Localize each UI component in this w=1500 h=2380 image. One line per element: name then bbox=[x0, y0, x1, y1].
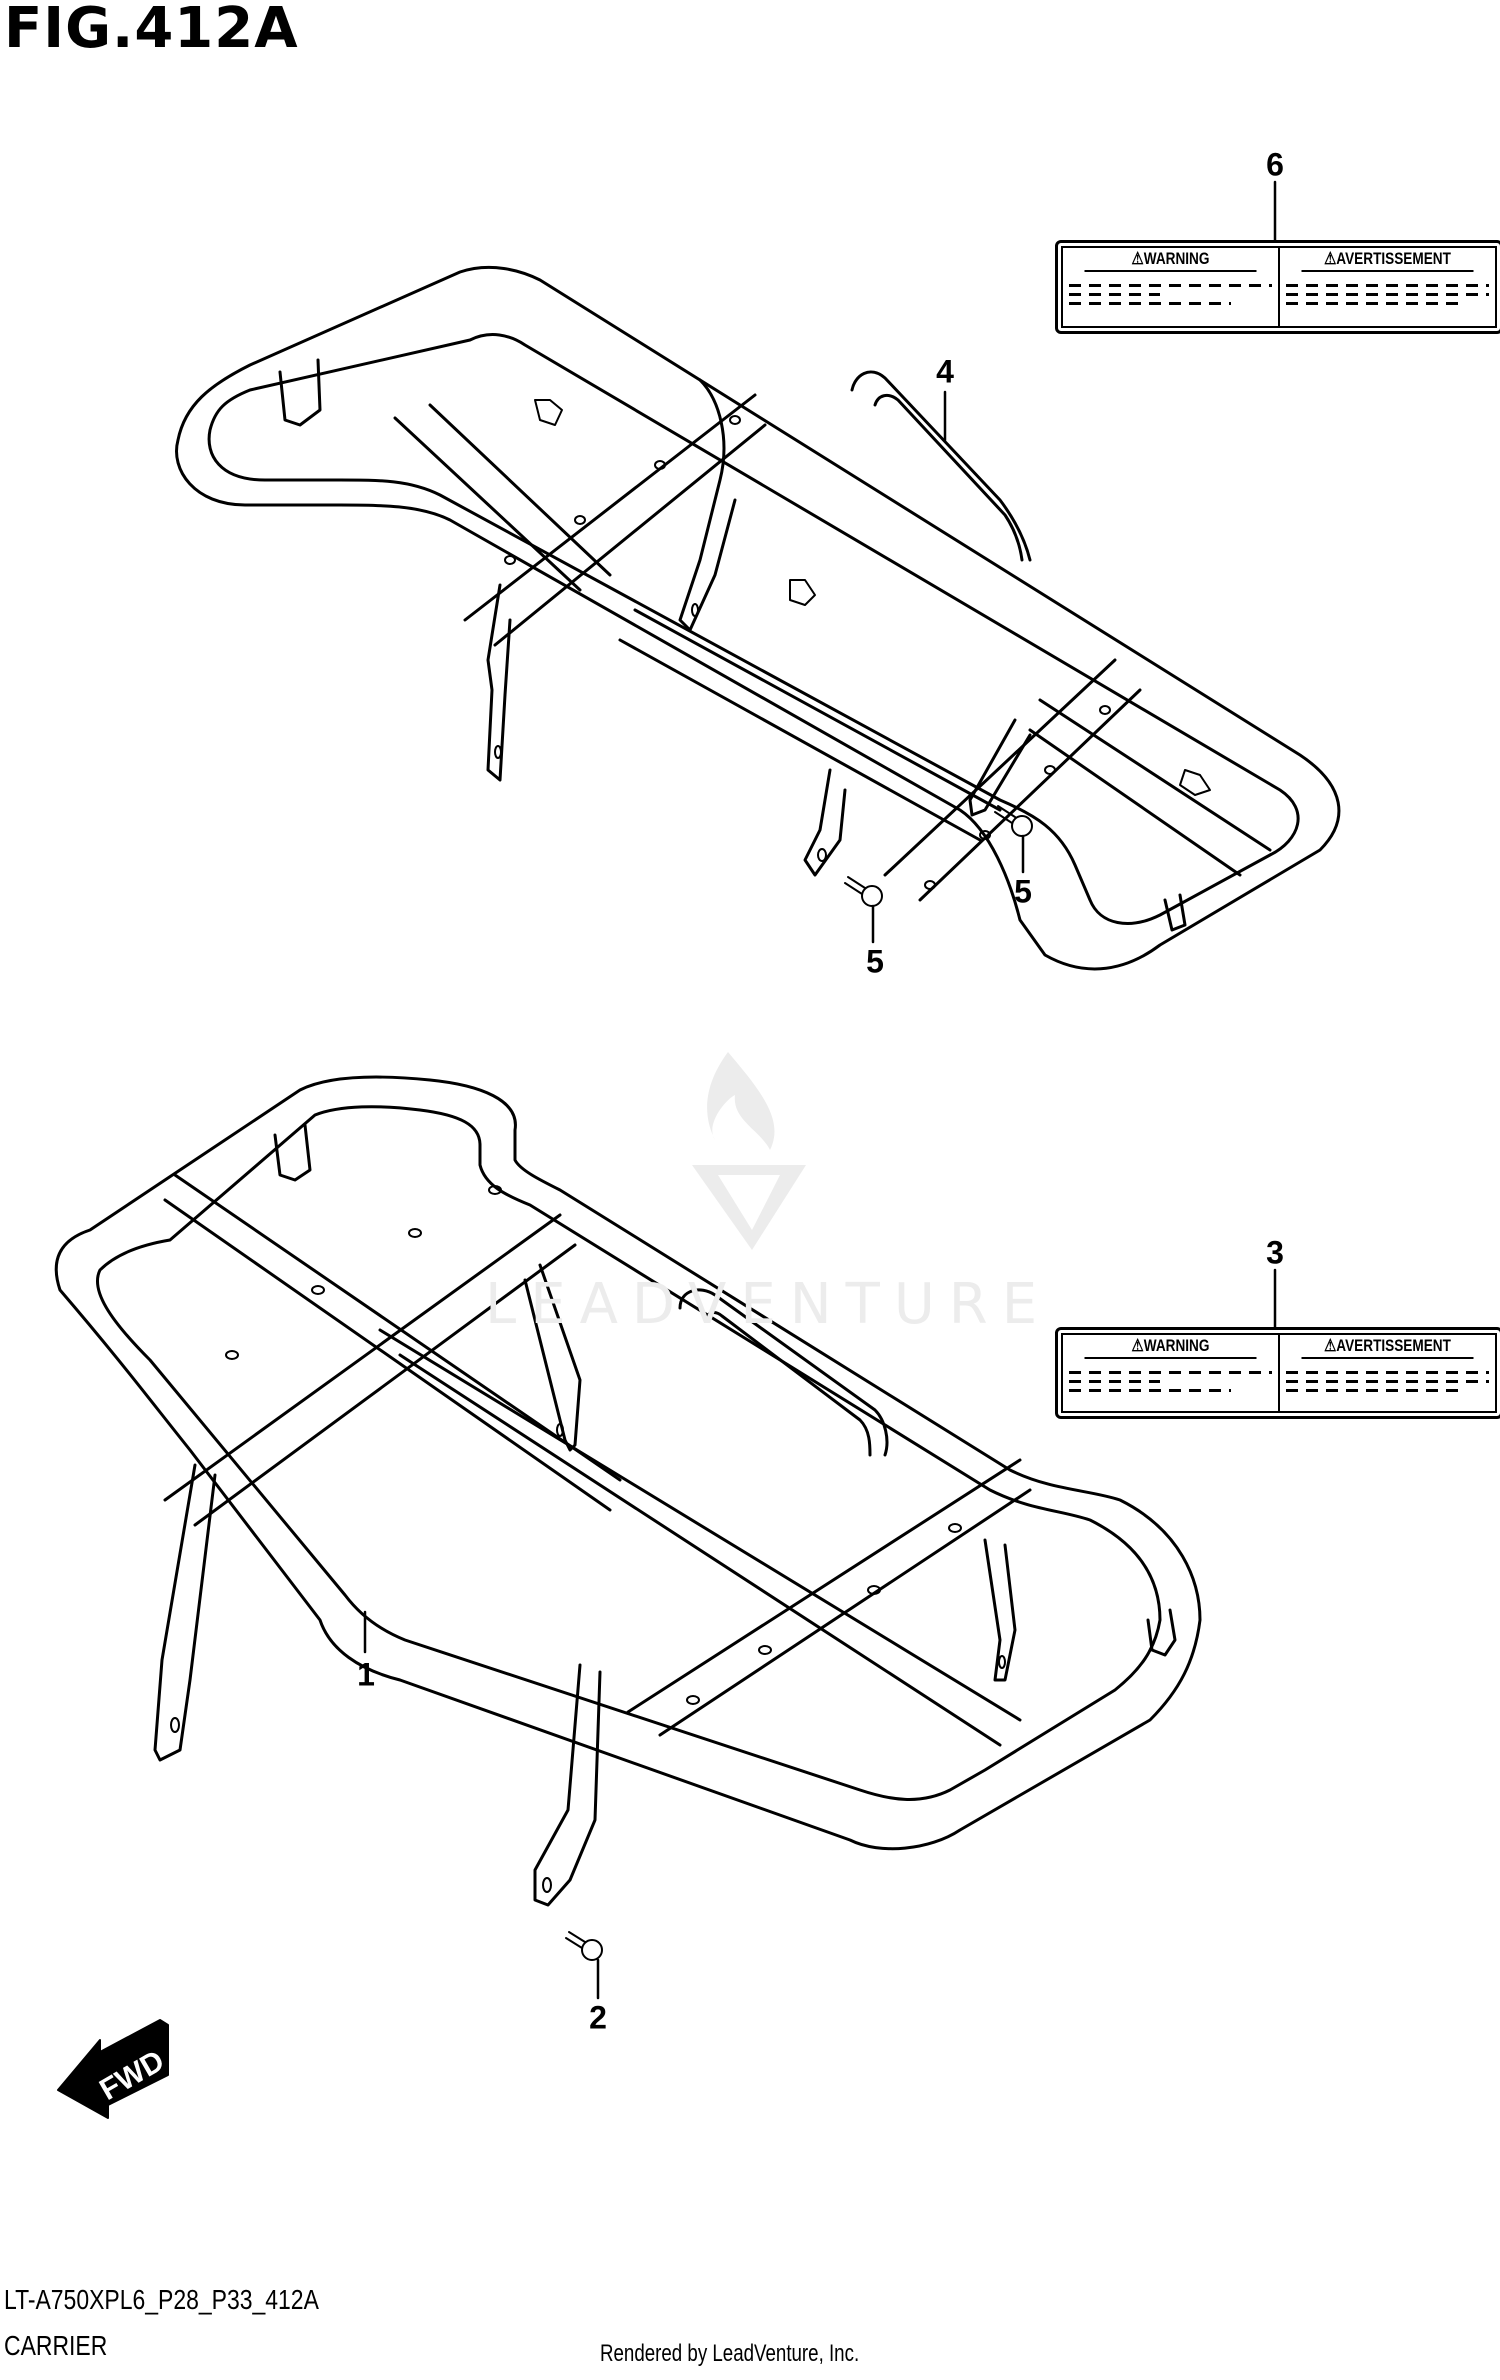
bolt-icon bbox=[565, 1931, 603, 1961]
avertissement-heading: ⚠AVERTISSEMENT bbox=[1301, 1335, 1474, 1359]
callout-3[interactable]: 3 bbox=[1266, 1234, 1284, 1271]
callout-5-second[interactable]: 5 bbox=[866, 943, 884, 980]
figure-title: FIG.412A bbox=[4, 0, 299, 61]
figure-code: LT-A750XPL6_P28_P33_412A bbox=[4, 2284, 319, 2315]
fwd-arrow-icon: FWD bbox=[57, 2019, 170, 2119]
figure-name: CARRIER bbox=[4, 2330, 108, 2361]
carrier-front-drawing bbox=[54, 1075, 1277, 2000]
callout-2[interactable]: 2 bbox=[589, 1999, 607, 2036]
callout-4[interactable]: 4 bbox=[936, 353, 954, 390]
warning-heading: ⚠WARNING bbox=[1084, 248, 1257, 272]
bolt-icon bbox=[844, 805, 1033, 907]
render-credit: Rendered by LeadVenture, Inc. bbox=[600, 2340, 860, 2367]
callout-5[interactable]: 5 bbox=[1014, 873, 1032, 910]
leadventure-logo-watermark bbox=[692, 1052, 806, 1250]
watermark: LEADVENTURE bbox=[485, 1272, 1052, 1337]
callout-1[interactable]: 1 bbox=[357, 1656, 375, 1693]
warning-label-3: ⚠WARNING ⚠AVERTISSEMENT bbox=[1055, 1327, 1500, 1419]
warning-heading: ⚠WARNING bbox=[1084, 1335, 1257, 1359]
warning-label-6: ⚠WARNING ⚠AVERTISSEMENT bbox=[1055, 240, 1500, 334]
carrier-rear-drawing bbox=[175, 180, 1341, 971]
avertissement-heading: ⚠AVERTISSEMENT bbox=[1301, 248, 1474, 272]
callout-6[interactable]: 6 bbox=[1266, 146, 1284, 183]
